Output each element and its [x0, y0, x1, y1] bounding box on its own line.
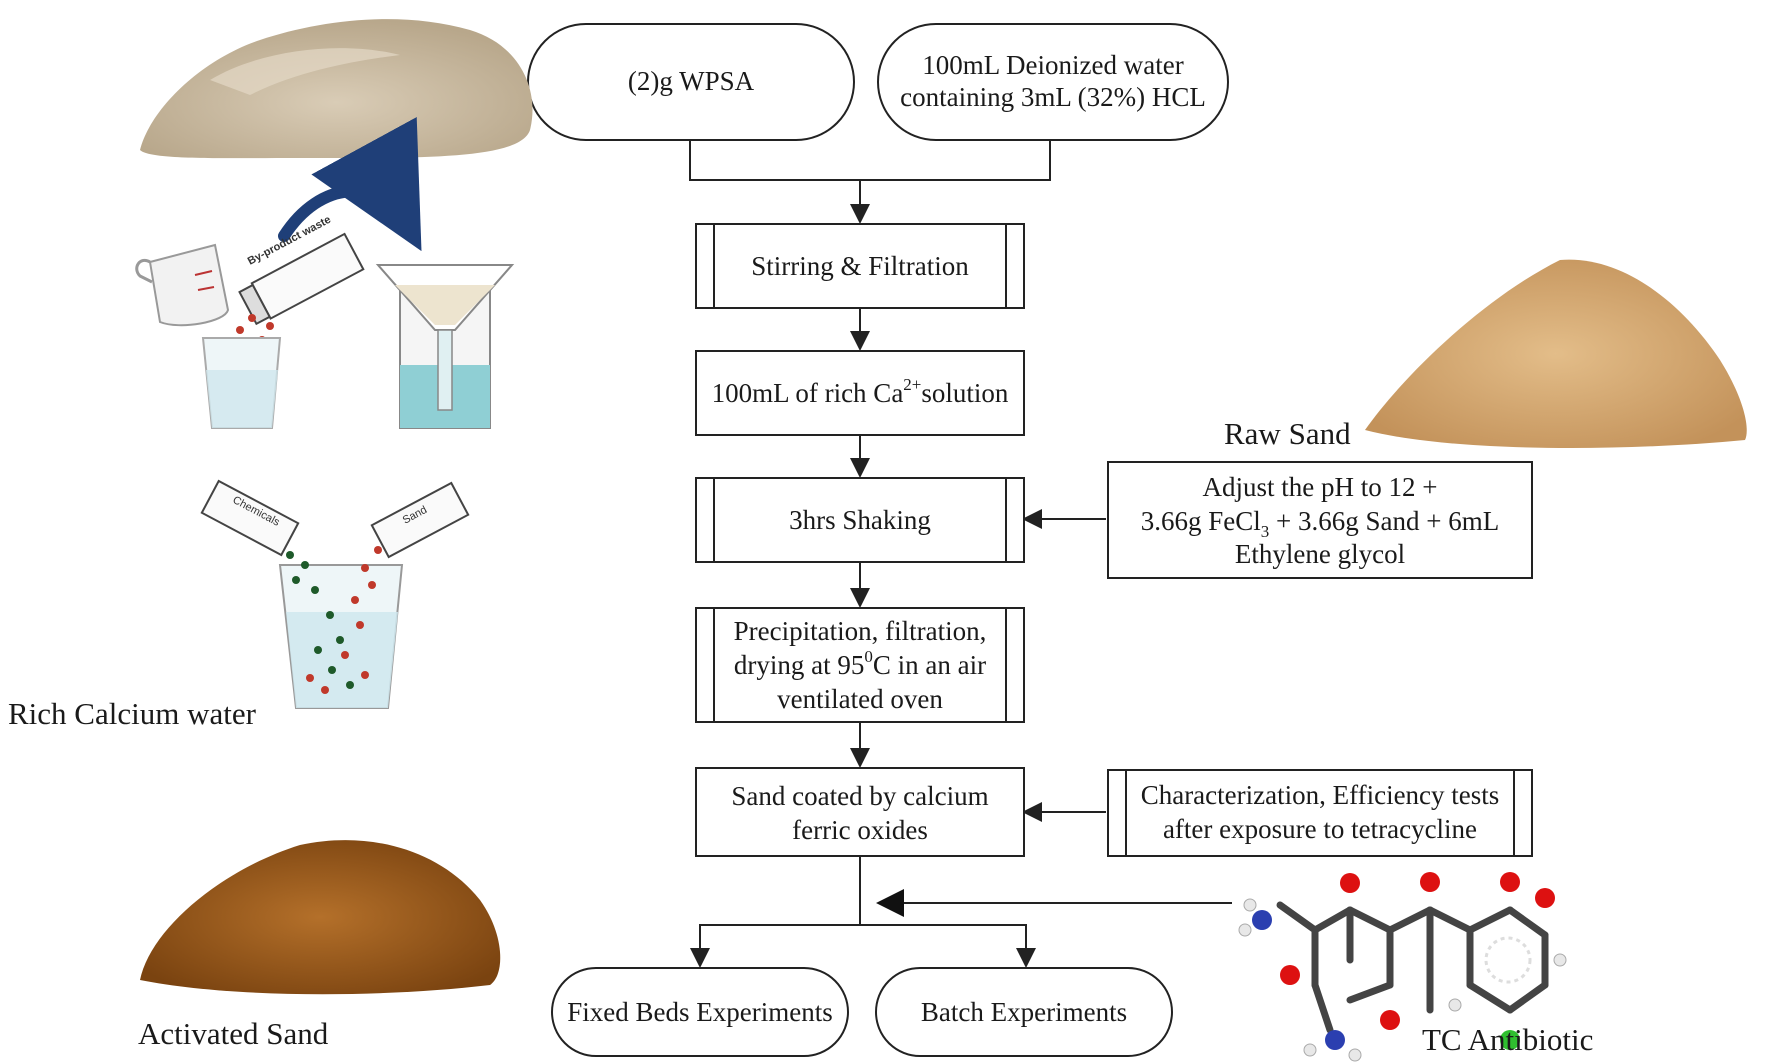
water-glass-icon: [201, 337, 282, 429]
node-batch-label: Batch Experiments: [921, 997, 1127, 1027]
node-ph-line1: Adjust the pH to 12 +: [1203, 472, 1438, 502]
node-deionized-water: 100mL Deionized water containing 3mL (32…: [877, 23, 1229, 141]
tc-molecule-icon: [1238, 872, 1567, 1062]
activated-sand-caption: Activated Sand: [138, 1016, 329, 1051]
node-stirring-filtration: Stirring & Filtration: [695, 223, 1025, 309]
node-fixed-label: Fixed Beds Experiments: [567, 997, 832, 1027]
measuring-cup-icon: [135, 243, 230, 327]
node-shaking: 3hrs Shaking: [695, 477, 1025, 563]
rich-calcium-caption: Rich Calcium water: [8, 696, 257, 731]
sand-box-icon: [370, 481, 470, 559]
raw-sand-pile-image: [1365, 259, 1747, 449]
node-coated-line1: Sand coated by calcium: [731, 781, 988, 811]
node-sand-coated: Sand coated by calcium ferric oxides: [695, 767, 1025, 857]
tc-antibiotic-caption: TC Antibiotic: [1422, 1022, 1593, 1057]
node-wpsa: (2)g WPSA: [527, 23, 855, 141]
node-water-line1: 100mL Deionized water: [922, 50, 1183, 80]
node-ca-solution: 100mL of rich Ca2+solution: [695, 350, 1025, 436]
activated-sand-pile-image: [140, 840, 501, 995]
node-coated-line2: ferric oxides: [792, 815, 928, 845]
node-wpsa-label: (2)g WPSA: [628, 66, 755, 96]
node-batch: Batch Experiments: [875, 967, 1173, 1057]
chemicals-box-icon: [200, 479, 300, 557]
node-precip-line2: drying at 950C in an air: [734, 647, 986, 680]
node-precipitation: Precipitation, filtration, drying at 950…: [695, 607, 1025, 723]
mixing-glass-icon: [278, 546, 404, 709]
connectors: [689, 140, 1232, 968]
raw-sand-caption: Raw Sand: [1224, 416, 1351, 451]
node-fixed-beds: Fixed Beds Experiments: [551, 967, 849, 1057]
node-ph-adjust: Adjust the pH to 12 + 3.66g FeCl3 + 3.66…: [1107, 461, 1533, 579]
node-precip-line3: ventilated oven: [777, 684, 943, 714]
node-characterization: Characterization, Efficiency tests after…: [1107, 769, 1533, 857]
node-shaking-label: 3hrs Shaking: [789, 505, 931, 535]
node-stirring-label: Stirring & Filtration: [751, 251, 969, 281]
curved-arrow-icon: [278, 116, 422, 252]
filter-beaker-icon: [375, 264, 515, 429]
node-precip-line1: Precipitation, filtration,: [734, 616, 987, 646]
powder-pile-image: [140, 19, 533, 159]
node-ph-line3: Ethylene glycol: [1235, 539, 1405, 569]
node-ca-solution-label: 100mL of rich Ca2+solution: [712, 375, 1009, 408]
node-ph-line2: 3.66g FeCl3 + 3.66g Sand + 6mL: [1141, 506, 1499, 541]
node-charac-line1: Characterization, Efficiency tests: [1141, 780, 1500, 810]
byproduct-box-icon: [238, 232, 365, 326]
node-charac-line2: after exposure to tetracycline: [1163, 814, 1477, 844]
node-water-line2: containing 3mL (32%) HCL: [900, 82, 1206, 112]
